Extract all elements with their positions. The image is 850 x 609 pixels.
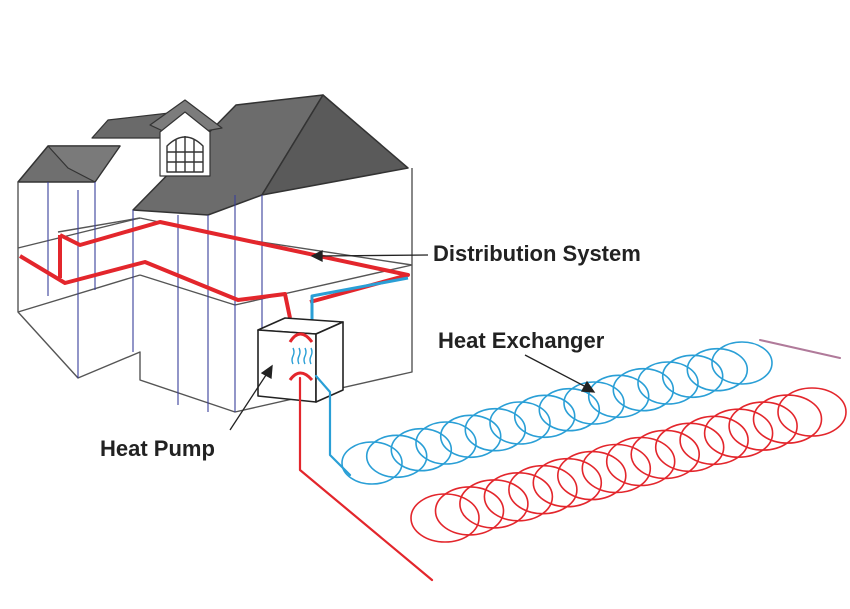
distribution-pointer [317, 254, 429, 257]
cold-coil-loop [661, 354, 724, 399]
distribution-system-label: Distribution System [433, 241, 641, 266]
dormer [159, 111, 211, 177]
heat-pump-unit [257, 317, 344, 403]
cold-coil-loop [365, 434, 428, 479]
house-edges [47, 182, 263, 412]
exchanger-pointer [524, 354, 589, 389]
house-roof [17, 94, 409, 216]
cold-coil-loop [686, 347, 749, 392]
cold-coil-loop [341, 441, 403, 485]
pump-arrow-icon [260, 364, 273, 380]
cold-coil-loop [711, 341, 773, 385]
cold-coil-loop [464, 407, 527, 452]
exchanger-arrow-icon [580, 380, 596, 393]
hot-return-pipe [298, 376, 434, 582]
heat-pump-label: Heat Pump [100, 436, 215, 461]
cold-coil-loop [612, 367, 675, 412]
cold-coil-loop [390, 427, 453, 472]
cold-coil-loop [439, 414, 502, 459]
heat-exchanger-cold-coil [341, 341, 773, 485]
cold-coil-loop [538, 387, 601, 432]
cold-coil-loop [563, 381, 625, 425]
cold-supply-pipe [314, 374, 352, 477]
cold-coil-loop [489, 401, 551, 445]
heat-exchanger-label: Heat Exchanger [438, 328, 605, 353]
cold-coil-loop [415, 421, 477, 465]
house [17, 94, 413, 413]
cold-coil-loop [587, 374, 650, 419]
pump-pointer [229, 371, 269, 431]
ground-loop [298, 339, 847, 582]
callout-pointers [229, 249, 596, 431]
connector-pipe [759, 339, 841, 359]
dormer-window [166, 136, 204, 173]
heat-exchanger-hot-coil [410, 387, 847, 543]
cold-coil-loop [637, 361, 699, 405]
cold-coil-loop [513, 394, 576, 439]
distribution-arrow-icon [310, 249, 323, 263]
main-roof-side [261, 94, 409, 196]
hot-coil-loop [777, 387, 847, 437]
heat-pump-coil-icon [291, 347, 313, 365]
